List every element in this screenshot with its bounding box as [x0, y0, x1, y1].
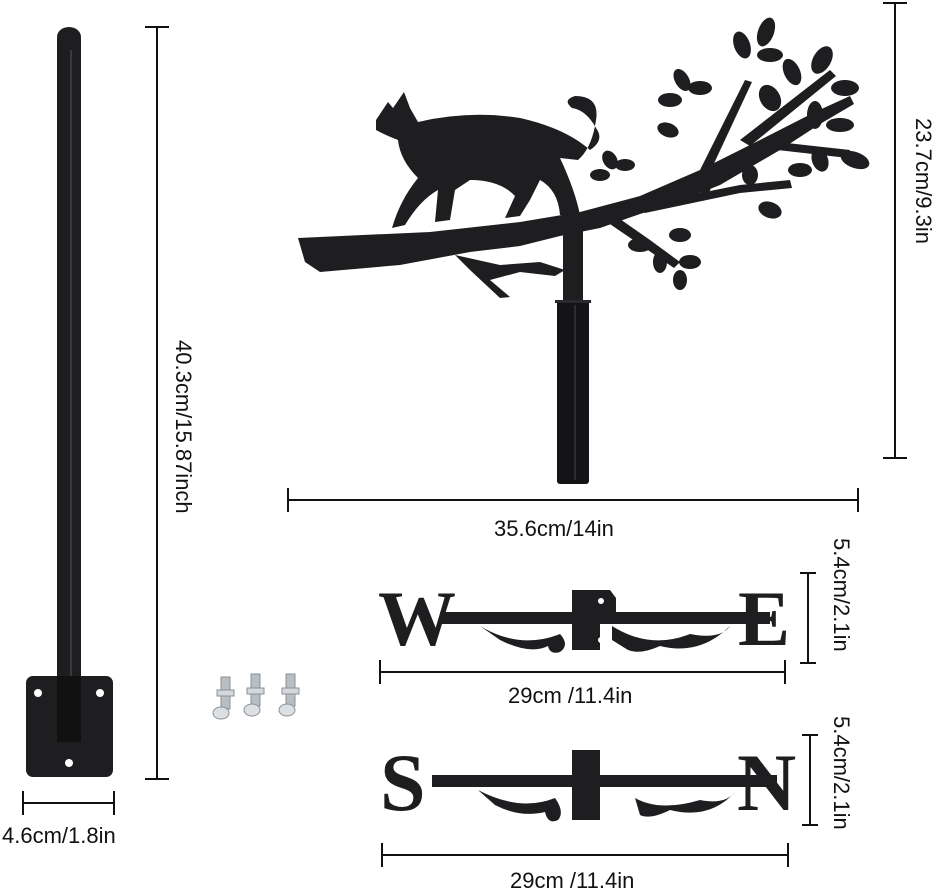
cat-branch-ornament: [298, 17, 870, 304]
ornament-width-dimension-line: [287, 488, 859, 512]
ornament-width-label: 35.6cm/14in: [494, 516, 614, 541]
ornament-stake-tube: [555, 300, 591, 484]
ornament-height-dimension-line: [883, 2, 907, 459]
bracket-width-label: 4.6cm/1.8in: [2, 823, 116, 848]
sn-height-dimension-line: [802, 734, 818, 826]
sn-width-label: 29cm /11.4in: [510, 868, 635, 893]
pole-length-label: 40.3cm/15.87inch: [171, 340, 196, 514]
wall-bracket: [26, 676, 113, 777]
we-width-label: 29cm /11.4in: [508, 683, 633, 708]
letter-n: N: [737, 737, 796, 828]
sn-width-dimension-line: [381, 843, 789, 867]
sn-height-label: 5.4cm/2.1in: [829, 716, 854, 830]
mounting-pole: [57, 27, 81, 748]
letter-s: S: [380, 737, 426, 828]
sn-direction-bar: S N: [380, 737, 796, 828]
ornament-height-label: 23.7cm/9.3in: [911, 118, 936, 244]
pole-dimension-line: [145, 26, 169, 780]
we-direction-bar: W E: [378, 575, 790, 662]
bracket-dimension-line: [22, 791, 115, 815]
bolts: [212, 673, 300, 720]
letter-e: E: [738, 575, 790, 662]
we-height-label: 5.4cm/2.1in: [829, 538, 854, 652]
we-width-dimension-line: [379, 660, 786, 684]
we-height-dimension-line: [800, 572, 816, 664]
